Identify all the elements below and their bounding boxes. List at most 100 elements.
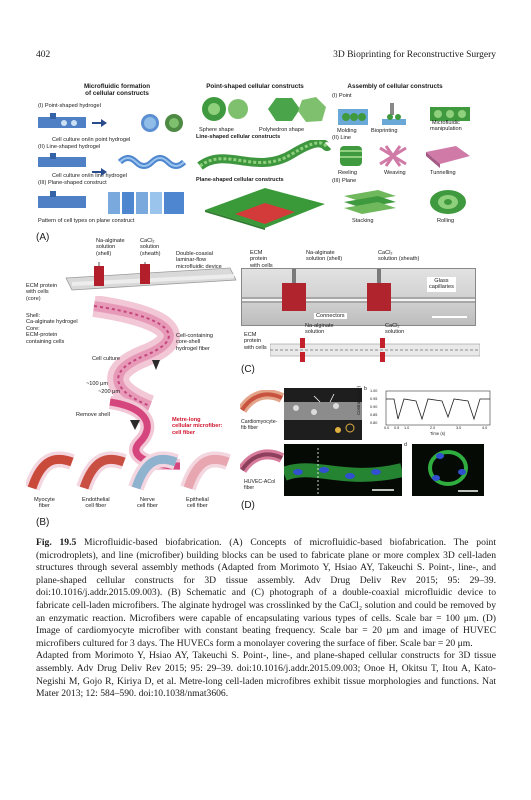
caption-credit: Adapted from Morimoto Y, Hsiao AY, Takeu… [36, 650, 496, 700]
sphere-shape-label: Sphere shape [199, 127, 234, 133]
c-na-alginate-label: Na-alginate solution (shell) [306, 250, 343, 263]
c-na-alginate2-label: Na-alginate solution [305, 323, 334, 336]
figure-caption: Fig. 19.5 Microfluidic-based biofabricat… [36, 537, 496, 701]
b-remove-shell-label: Remove shell [76, 412, 110, 418]
line-hydrogel-device [38, 153, 187, 169]
b-dim-200: ~200 μm [98, 389, 121, 395]
fiber-type-epithelial: Epithelial cell fiber [186, 497, 209, 510]
b-dim-100: ~100 μm [86, 381, 109, 387]
caption-body: Fig. 19.5 Microfluidic-based biofabricat… [36, 537, 496, 650]
plane-constructs-label: Plane-shaped cellular constructs [196, 177, 284, 183]
b-fiber-desc: Cell-containing core-shell hydrogel fibe… [176, 333, 214, 352]
bioprinting-label: Bioprinting [371, 128, 398, 134]
trace-xtick-3: 2.0 [430, 426, 436, 430]
fiber-type-endothelial: Endothelial cell fiber [82, 497, 110, 510]
device-photo-drawing [242, 269, 475, 318]
b-metre-long-label: Metre-long cellular microfiber: cell fib… [172, 417, 223, 436]
trace-ytick-1: 0.95 [370, 397, 378, 401]
trace-ytick-3: 0.85 [370, 413, 378, 417]
d-sub-d: d [404, 442, 407, 448]
figure-label: Fig. 19.5 [36, 537, 77, 548]
panel-c-label: (C) [241, 364, 255, 375]
trace-xtick-4: 3.0 [456, 426, 462, 430]
trace-xaxis-label: Time (s) [430, 431, 446, 436]
cardio-fiber-label: Cardiomyocyte- fib fiber [241, 419, 278, 431]
trace-yaxis-label: Contraction (–) [356, 385, 361, 415]
huvec-fiber-label: HUVEC-ACol fiber [244, 479, 276, 491]
trace-ytick-4: 0.80 [370, 421, 378, 425]
b-device-label: Double-coaxial laminar-flow microfluidic… [176, 251, 222, 270]
fiber-tube-core [27, 454, 74, 490]
assembly-point-illustration [338, 103, 470, 125]
running-header: 402 3D Bioprinting for Reconstructive Su… [36, 50, 496, 64]
a-col1-title: Microfluidic formation of cellular const… [83, 83, 151, 98]
polyhedron-shape-label: Polyhedron shape [259, 127, 305, 133]
d-sub-b: b [364, 386, 367, 392]
a-col2-title: Point-shaped cellular constructs [206, 83, 304, 90]
panel-d-label: (D) [241, 500, 255, 511]
point-constructs-illustration [202, 97, 326, 122]
a-col3-title: Assembly of cellular constructs [347, 83, 443, 90]
trace-xtick-1: 0.5 [394, 426, 400, 430]
plane-constructs-illustration [205, 188, 325, 230]
reeling-label: Reeling [338, 170, 357, 176]
stacking-label: Stacking [352, 218, 374, 224]
b-cacl2-label: CaCl₂ solution (sheath) [140, 238, 161, 257]
huvec-cross-section [412, 444, 484, 496]
assembly-point-label: (I) Point [332, 93, 352, 99]
assembly-line-illustration [340, 145, 470, 168]
fiber-tube-core [131, 454, 178, 490]
c-cacl2-2-label: CaCl₂ solution [385, 323, 405, 336]
trace-ytick-0: 1.00 [370, 389, 378, 393]
arrow-icon [92, 168, 107, 176]
c-cacl2-label: CaCl₂ solution (sheath) [378, 250, 420, 263]
cell-culture-line-label: Cell culture on/in line hydrogel [52, 173, 127, 179]
b-ecm-core-label: ECM protein with cells (core) [26, 283, 58, 302]
assembly-plane-label: (III) Plane [332, 178, 357, 184]
cardiomyocyte-fiber-icon [240, 390, 284, 414]
device-photograph: Glass capillaries Connectors [241, 268, 476, 326]
fiber-type-nerve: Nerve cell fiber [137, 497, 158, 510]
trace-xtick-5: 4.0 [482, 426, 488, 430]
point-hydrogel-label: (I) Point-shaped hydrogel [38, 103, 101, 109]
huvec-micrograph [284, 444, 402, 496]
panel-a-label: (A) [36, 232, 50, 243]
coaxial-device-illustration [65, 262, 237, 291]
fiber-type-myocyte: Myocyte fiber [34, 497, 55, 510]
microfluidic-manipulation-label: Microfluidic manipulation [430, 120, 462, 133]
plane-construct-device [38, 191, 184, 214]
cell-culture-point-label: Cell culture on/in point hydrogel [52, 137, 131, 143]
fiber-tube-core [79, 454, 126, 490]
point-hydrogel-device [38, 113, 183, 132]
cardiomyocyte-micrograph [284, 388, 362, 440]
line-hydrogel-label: (II) Line-shaped hydrogel [38, 144, 101, 150]
panel-b-label: (B) [36, 517, 50, 528]
line-constructs-label: Line-shaped cellular constructs [196, 134, 281, 140]
fiber-types-illustration [26, 451, 231, 491]
tunnelling-label: Tunnelling [430, 170, 456, 176]
c-connectors-label: Connectors [314, 313, 347, 320]
coaxial-flow-schematic [270, 338, 480, 362]
b-shell-desc: Shell: Ca-alginate hydrogel Core: ECM-pr… [26, 313, 78, 345]
pattern-label: Pattern of cell types on plane construct [38, 218, 135, 224]
molding-label: Molding [337, 128, 357, 134]
plane-construct-label: (III) Plane-shaped construct [38, 180, 107, 186]
rolling-label: Rolling [437, 218, 455, 224]
arrow-icon [92, 119, 107, 127]
fiber-tube-core [183, 454, 230, 490]
trace-ytick-2: 0.90 [370, 405, 378, 409]
running-title: 3D Bioprinting for Reconstructive Surger… [333, 50, 496, 60]
fiber-swirl-illustration [92, 296, 180, 414]
b-cell-culture-label: Cell culture [92, 356, 120, 362]
c-glass-label: Glass capillaries [427, 277, 456, 292]
c-ecm2-label: ECM protein with cells [244, 332, 267, 351]
line-constructs-illustration [197, 140, 332, 170]
page-number: 402 [36, 50, 51, 60]
weaving-label: Weaving [384, 170, 406, 176]
contraction-trace [385, 390, 491, 426]
trace-xtick-0: 0.0 [384, 426, 390, 430]
b-na-alginate-label: Na-alginate solution (shell) [96, 238, 125, 257]
trace-xtick-2: 1.0 [404, 426, 410, 430]
huvec-fiber-icon [240, 449, 284, 474]
assembly-line-label: (II) Line [332, 135, 351, 141]
